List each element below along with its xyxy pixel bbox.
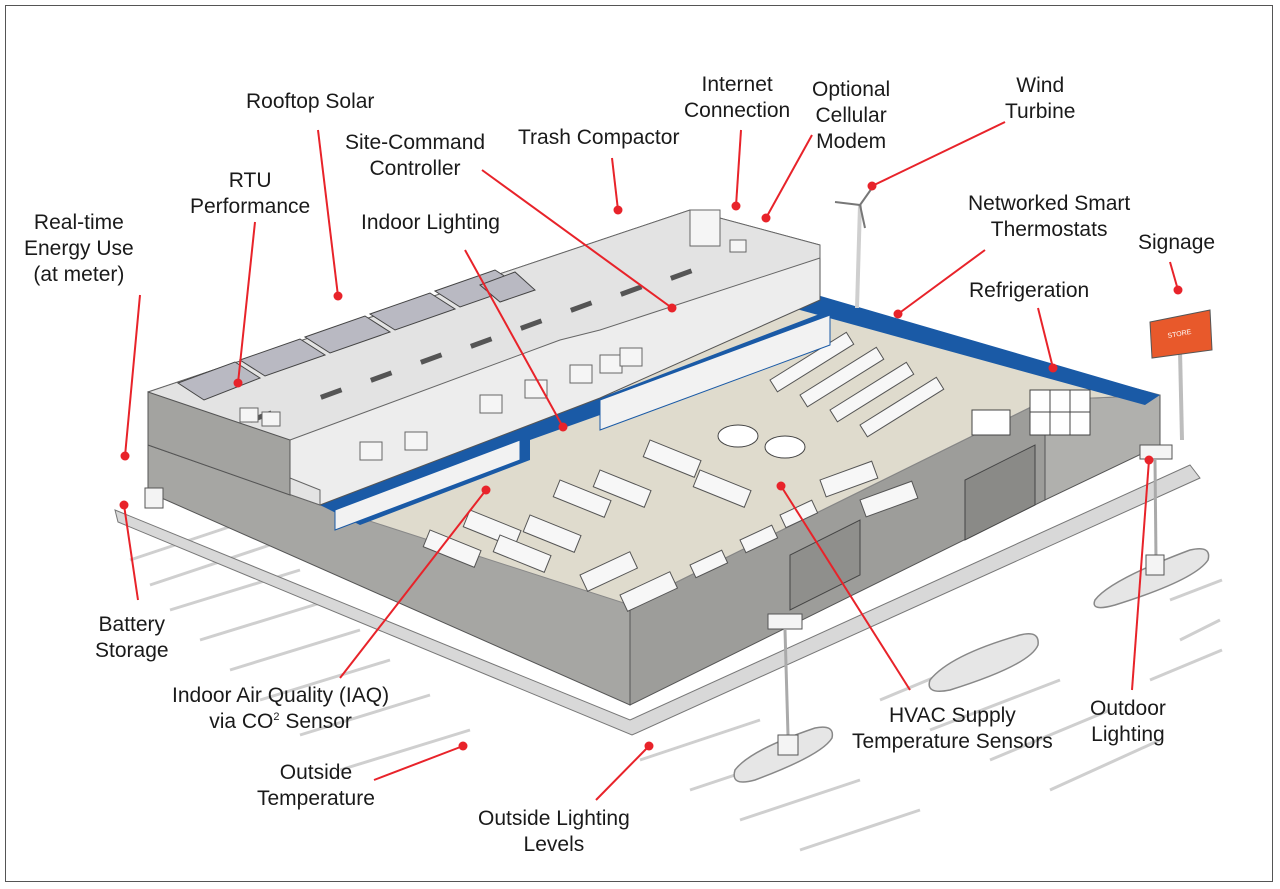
rooftop-units (239, 209, 747, 461)
sidewalk (114, 464, 1201, 736)
iaq-line-2: via CO2 Sensor (209, 710, 352, 733)
roof-wall-face (147, 391, 291, 496)
label-refrigeration: Refrigeration (969, 279, 1090, 302)
entrance-doors (964, 444, 1036, 541)
wind-turbine (834, 187, 873, 309)
display-racks (717, 424, 806, 459)
callout-lines (123, 121, 1179, 801)
roof-edge (147, 209, 821, 506)
store-sign: STORE (1149, 309, 1213, 441)
interior-wall-right (745, 290, 1160, 405)
label-trash-compactor: Trash Compactor (518, 126, 680, 149)
battery-box (144, 487, 164, 509)
label-indoor-lighting: Indoor Lighting (361, 211, 500, 234)
label-indoor-air-quality: Indoor Air Quality (IAQ) via CO2 Sensor (172, 684, 390, 733)
label-signage: Signage (1138, 231, 1216, 254)
entrance-block (789, 519, 861, 611)
light-poles (767, 444, 1173, 756)
wall-shelving (334, 314, 831, 531)
sign-text: STORE (1167, 329, 1192, 340)
refrigeration-unit (971, 389, 1091, 436)
callout-dots (119, 181, 1183, 751)
label-rooftop-solar: Rooftop Solar (246, 90, 375, 113)
diagram-frame (5, 5, 1273, 882)
